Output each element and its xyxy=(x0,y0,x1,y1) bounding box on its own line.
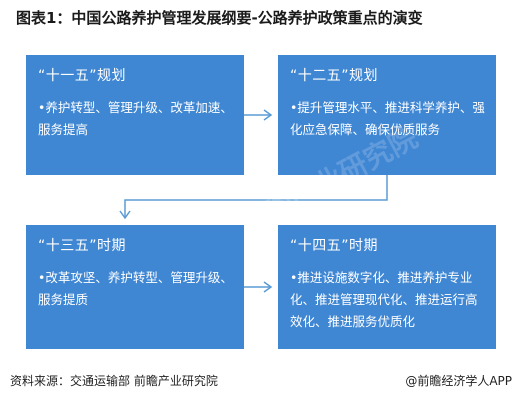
box-text: •推进设施数字化、推进养护专业化、推进管理现代化、推进运行高效化、推进服务优质化 xyxy=(290,270,478,329)
arrowhead-1-to-2 xyxy=(263,109,273,121)
figure-title: 图表1：中国公路养护管理发展纲要-公路养护政策重点的演变 xyxy=(16,9,423,27)
box-heading: “十一五”规划 xyxy=(38,68,127,84)
source-note: 资料来源：交通运输部 前瞻产业研究院 xyxy=(10,374,218,388)
app-credit: @前瞻经济学人APP xyxy=(405,374,512,388)
box-14th-five-year-period: “十四五”时期 •推进设施数字化、推进养护专业化、推进管理现代化、推进运行高效化… xyxy=(278,225,496,349)
box-11th-five-year-plan: “十一五”规划 •养护转型、管理升级、改革加速、服务提高 xyxy=(26,55,244,175)
connector-2-to-3 xyxy=(124,175,388,217)
box-13th-five-year-period: “十三五”时期 •改革攻坚、养护转型、管理升级、服务提质 xyxy=(26,225,244,349)
arrowhead-3-to-4 xyxy=(263,281,273,293)
box-heading: “十四五”时期 xyxy=(290,238,379,254)
box-text: •改革攻坚、养护转型、管理升级、服务提质 xyxy=(38,270,233,307)
box-text: •养护转型、管理升级、改革加速、服务提高 xyxy=(38,100,233,137)
box-heading: “十二五”规划 xyxy=(290,68,379,84)
box-12th-five-year-plan: “十二五”规划 •提升管理水平、推进科学养护、强化应急保障、确保优质服务 xyxy=(278,55,496,175)
box-text: •提升管理水平、推进科学养护、强化应急保障、确保优质服务 xyxy=(290,100,485,137)
arrowhead-2-to-3 xyxy=(119,210,131,220)
box-heading: “十三五”时期 xyxy=(38,238,127,254)
